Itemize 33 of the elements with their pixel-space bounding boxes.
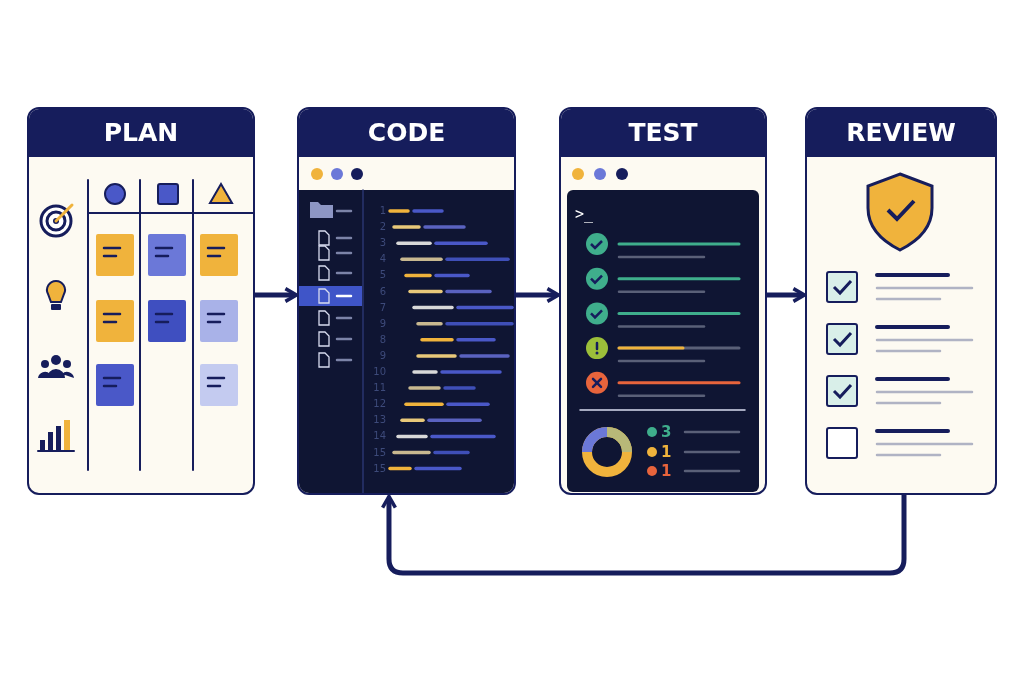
line-number: 4: [379, 254, 386, 265]
line-number: 3: [379, 238, 386, 249]
stage-panel: [27, 107, 255, 495]
line-number: 10: [373, 367, 386, 377]
line-number: 8: [379, 334, 386, 345]
line-number: 1: [379, 206, 386, 216]
line-number: 2: [379, 222, 386, 233]
count-value: 3: [661, 425, 672, 440]
line-number: 15: [373, 447, 386, 458]
stage-title: REVIEW: [846, 118, 956, 148]
line-number: 9: [379, 350, 386, 361]
count-value: 1: [661, 464, 672, 479]
line-number: 12: [373, 399, 386, 410]
line-number: 14: [373, 431, 386, 442]
arrow: [380, 494, 907, 576]
line-number: 5: [379, 270, 386, 281]
line-number: 13: [373, 415, 386, 426]
stage-panel: [559, 107, 767, 495]
stage-title: CODE: [367, 118, 446, 148]
arrow: [516, 286, 561, 304]
stage-title: PLAN: [103, 118, 179, 148]
stage-panel: [805, 107, 997, 495]
line-number: 15: [373, 463, 386, 474]
stage-title: TEST: [628, 118, 698, 148]
arrow: [767, 286, 807, 304]
count-value: 1: [661, 444, 672, 460]
line-number: 7: [379, 302, 386, 313]
line-number: 6: [379, 286, 386, 297]
arrow: [255, 286, 299, 304]
line-number: 11: [373, 383, 386, 394]
line-number: 9: [379, 318, 386, 329]
stage-panel: [297, 107, 516, 495]
terminal-prompt: >_: [575, 207, 594, 222]
